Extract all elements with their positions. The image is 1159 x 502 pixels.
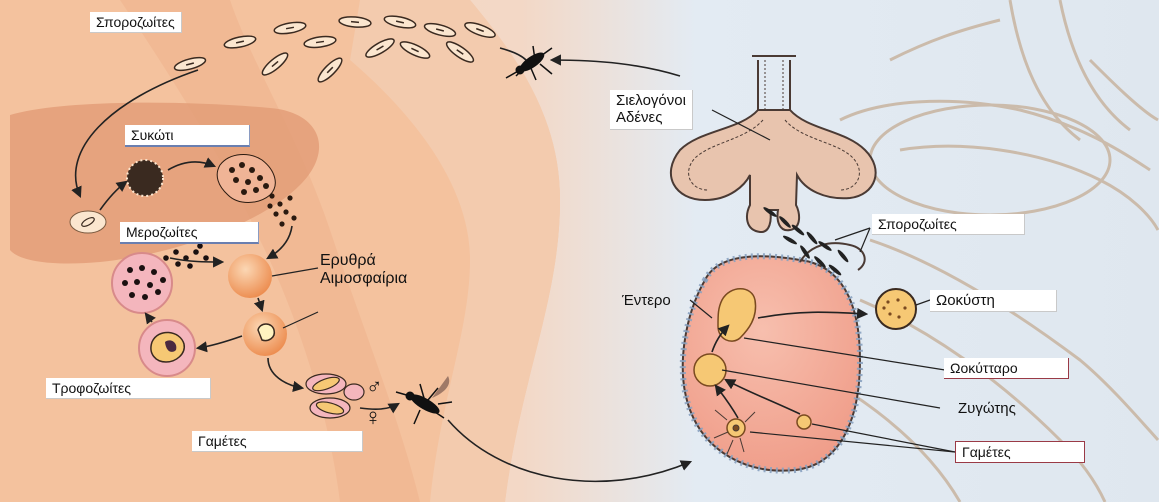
merozoite-infected-rbc xyxy=(112,253,172,313)
label-salivary-line1: Σιελογόνοι xyxy=(616,92,686,109)
label-salivary-line2: Αδένες xyxy=(616,109,686,126)
label-red-blood-cells: Ερυθρά Αιμοσφαίρια xyxy=(320,252,407,289)
label-oocyst: Ωοκύστη xyxy=(930,290,1057,312)
ring-stage-rbc xyxy=(243,312,287,356)
label-sporozoites-top: Σποροζωίτες xyxy=(90,12,182,33)
label-merozoites: Μεροζωίτες xyxy=(120,222,259,244)
label-gut: Έντερο xyxy=(622,292,671,309)
label-male-symbol: ♂ xyxy=(366,374,383,399)
label-liver: Συκώτι xyxy=(125,125,250,147)
trophozoite-rbc xyxy=(139,320,195,376)
gamete-cell-small xyxy=(797,415,811,429)
oocyst-cell xyxy=(876,289,916,329)
zygote-cell xyxy=(694,354,726,386)
liver-infected-cell xyxy=(127,160,163,196)
red-blood-cell xyxy=(228,254,272,298)
label-gametes-right: Γαμέτες xyxy=(955,441,1085,463)
label-red-blood-cells-line2: Αιμοσφαίρια xyxy=(320,270,407,288)
label-trophozoites: Τροφοζωίτες xyxy=(46,378,211,399)
label-sporozoites-right: Σποροζωίτες xyxy=(872,214,1025,235)
label-gametes-left: Γαμέτες xyxy=(192,431,363,452)
label-zygote: Ζυγώτης xyxy=(958,400,1016,417)
label-female-symbol: ♀ xyxy=(364,404,382,432)
label-ookinete: Ωοκύτταρο xyxy=(944,358,1069,379)
label-red-blood-cells-line1: Ερυθρά xyxy=(320,252,407,270)
hepatocyte-entry xyxy=(70,211,106,233)
label-salivary-glands: Σιελογόνοι Αδένες xyxy=(610,90,693,130)
